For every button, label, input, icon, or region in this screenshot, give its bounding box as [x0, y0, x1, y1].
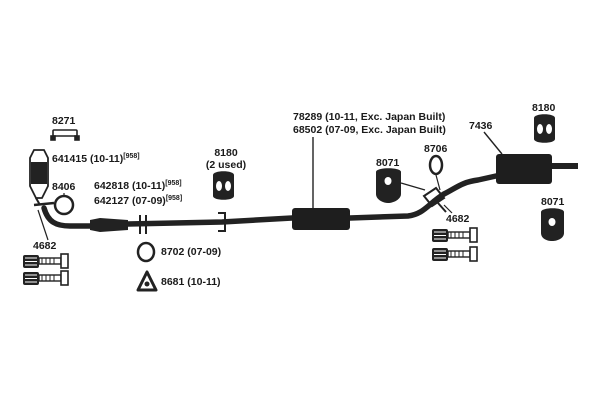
label-8681: 8681 (10-11) [161, 276, 221, 288]
label-8180-right: 8180 [532, 102, 556, 114]
label-4682-right: 4682 [446, 213, 470, 225]
rubber-hanger-8180-left-icon [213, 171, 234, 200]
label-8180-left-number: 8180 [214, 147, 238, 159]
pipe-hanger-bracket [218, 212, 226, 232]
rear-flange [422, 186, 447, 213]
rubber-hanger-8071-mid-icon [376, 168, 401, 203]
rubber-hanger-8180-right-icon [534, 114, 555, 143]
label-8706: 8706 [424, 143, 448, 155]
ring-gasket-8406-icon [53, 194, 75, 216]
label-78289: 78289 (10-11, Exc. Japan Built) [293, 111, 446, 123]
label-4682-left: 4682 [33, 240, 57, 252]
exhaust-pipe [41, 173, 499, 229]
label-8406: 8406 [52, 181, 76, 193]
label-642127: 642127 (07-09)[958] [94, 193, 182, 207]
leader-4682-right [443, 204, 453, 214]
label-8271: 8271 [52, 115, 76, 127]
rubber-hanger-8071-right-icon [541, 208, 564, 241]
resonator [292, 208, 350, 230]
gasket-8271-icon [50, 129, 80, 141]
label-8180-left: 8180 (2 used) [196, 147, 256, 171]
pipe-clamp-left [139, 215, 147, 234]
label-8702: 8702 (07-09) [161, 246, 222, 258]
leader-4682-left [37, 209, 49, 241]
label-641415: 641415 (10-11)[958] [52, 151, 140, 165]
gasket-8706-icon [428, 154, 444, 176]
donut-gasket-8702-icon [136, 241, 156, 263]
muffler [496, 154, 552, 184]
bolt-kit-4682-left-icon [23, 253, 69, 286]
bolt-kit-4682-right-icon [432, 227, 478, 262]
label-641415-note: [958] [123, 153, 140, 160]
label-642127-note: [958] [165, 195, 183, 202]
label-642818-note: [958] [165, 180, 182, 187]
label-8071-right: 8071 [541, 196, 565, 208]
label-641415-number: 641415 (10-11) [52, 153, 124, 165]
label-7436: 7436 [469, 120, 493, 132]
hanger-8071-leader [400, 182, 426, 191]
gasket-8706-leader [435, 174, 441, 191]
label-642127-number: 642127 (07-09) [94, 195, 166, 207]
label-642818: 642818 (10-11)[958] [94, 178, 182, 192]
label-8180-left-qty: (2 used) [205, 159, 247, 171]
front-pipe-flex-section [90, 218, 128, 232]
label-8071-mid: 8071 [376, 157, 400, 169]
muffler-leader-line [483, 131, 503, 155]
triangle-gasket-8681-icon [136, 270, 158, 292]
catalytic-converter-641415 [29, 149, 49, 206]
label-642818-number: 642818 (10-11) [94, 180, 166, 192]
front-flange [33, 201, 55, 207]
label-68502: 68502 (07-09, Exc. Japan Built) [293, 124, 446, 136]
